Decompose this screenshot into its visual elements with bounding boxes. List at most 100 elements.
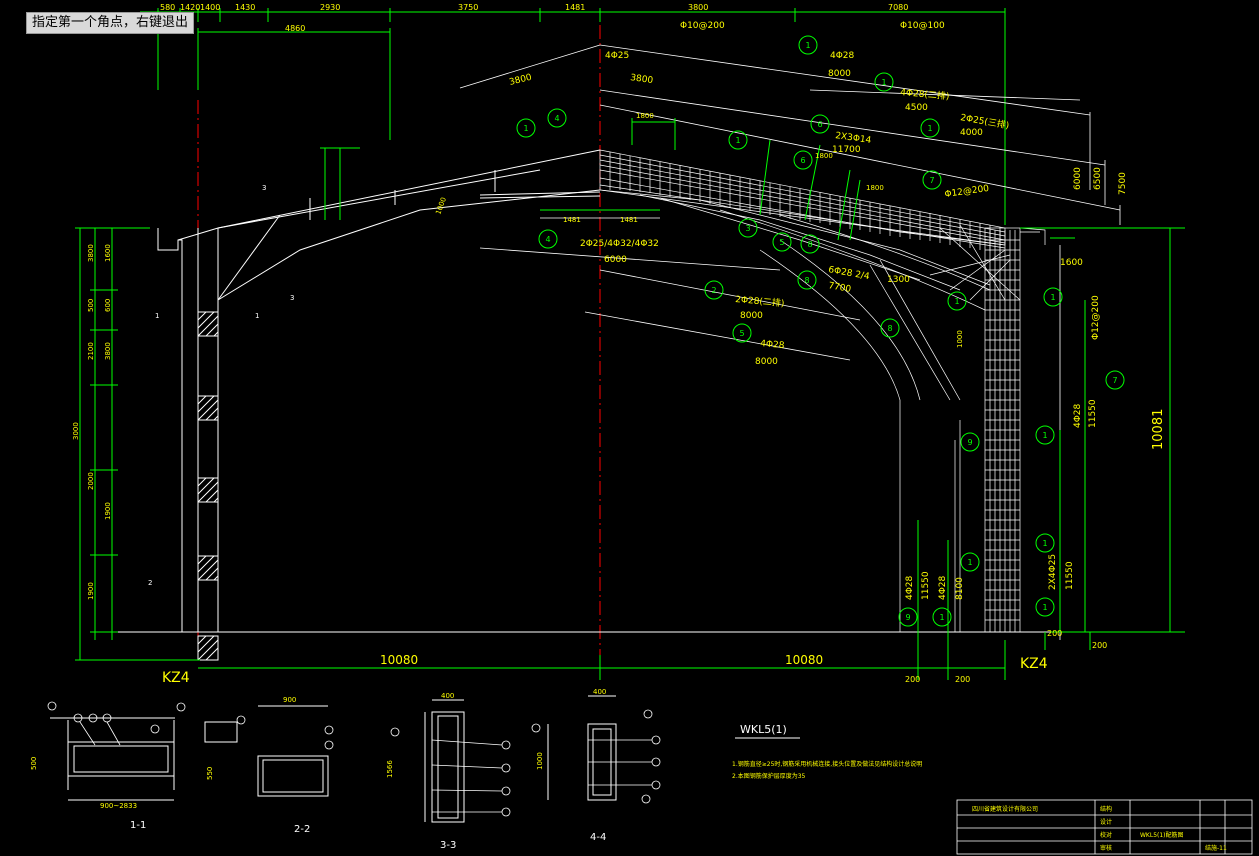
svg-text:1800: 1800: [815, 152, 833, 160]
height-label: 10081: [1151, 409, 1166, 450]
svg-text:1: 1: [967, 558, 972, 567]
centerlines: [197, 25, 601, 660]
svg-text:2X4Φ25: 2X4Φ25: [1048, 554, 1058, 590]
section-callouts: [47, 701, 661, 817]
left-dimension-text: 3000 3800 500 2100 2000 1900 1600 600 38…: [72, 184, 294, 600]
svg-text:1000: 1000: [536, 752, 544, 770]
svg-text:400: 400: [441, 692, 454, 700]
svg-text:200: 200: [1092, 641, 1107, 650]
svg-text:1900: 1900: [87, 582, 95, 600]
right-dimension-lines: [198, 118, 1185, 680]
svg-text:6500: 6500: [1093, 167, 1103, 190]
column-hatch-blocks: [197, 311, 219, 661]
svg-text:3: 3: [262, 184, 266, 192]
section-1-1-label: 1-1: [130, 820, 146, 831]
span-label-right: 10080: [785, 653, 823, 667]
svg-text:9: 9: [905, 613, 910, 622]
svg-text:1: 1: [735, 136, 740, 145]
command-prompt-tooltip: 指定第一个角点，右键退出: [26, 12, 195, 34]
svg-text:1: 1: [881, 78, 886, 87]
svg-text:200: 200: [1047, 629, 1062, 638]
section-4-4-label: 4-4: [590, 832, 606, 843]
svg-text:1600: 1600: [1060, 258, 1083, 268]
title-block-text: 四川省建筑设计有限公司 结构 设计 校对 审核 WKL5(1)配筋图 结施-11: [972, 805, 1227, 852]
drawing-name: WKL5(1)配筋图: [1140, 831, 1184, 839]
svg-text:3800: 3800: [104, 342, 112, 360]
svg-text:3800: 3800: [630, 73, 654, 86]
column-rebar-mesh: [719, 209, 1046, 633]
svg-text:1566: 1566: [386, 760, 394, 778]
top-dimension-chain: [140, 8, 1006, 225]
svg-text:Φ12@200: Φ12@200: [944, 184, 990, 200]
svg-text:1: 1: [939, 613, 944, 622]
svg-text:设计: 设计: [1100, 818, 1112, 826]
svg-text:1: 1: [805, 41, 810, 50]
rebar-callout-numbers: 14 11 11 66 74 35 88 25 81 17 91 11 19 1: [523, 41, 1117, 622]
svg-text:1481: 1481: [620, 216, 638, 224]
svg-text:3800: 3800: [508, 73, 533, 88]
dim-4860: 4860: [285, 24, 305, 33]
svg-text:8100: 8100: [955, 577, 965, 600]
svg-text:500: 500: [30, 757, 38, 770]
section-3-3-label: 3-3: [440, 840, 456, 851]
dim-580: 580: [160, 3, 175, 12]
svg-text:5: 5: [779, 238, 784, 247]
section-2-2-label: 2-2: [294, 824, 310, 835]
svg-text:1600: 1600: [104, 244, 112, 262]
drawing-notes: WKL5(1) 1.钢筋直径≥25时,钢筋采用机械连接,接头位置及做法见结构设计…: [732, 723, 922, 780]
top-dimension-text: 580 1420 1400 1430 2930 3750 1481 3800 7…: [160, 3, 908, 33]
svg-text:4000: 4000: [960, 128, 983, 138]
svg-text:2X3Φ14: 2X3Φ14: [835, 131, 872, 146]
svg-text:9: 9: [967, 438, 972, 447]
svg-text:4Φ25: 4Φ25: [605, 51, 629, 61]
svg-text:Φ12@200: Φ12@200: [1091, 295, 1101, 340]
svg-text:900~2833: 900~2833: [100, 802, 137, 810]
svg-text:审核: 审核: [1100, 844, 1112, 852]
svg-text:1800: 1800: [866, 184, 884, 192]
svg-text:550: 550: [206, 767, 214, 780]
dim-7080: 7080: [888, 3, 908, 12]
title-block: [956, 799, 1253, 855]
left-dimension-lines: [75, 147, 360, 661]
svg-text:8000: 8000: [755, 357, 778, 367]
svg-text:8000: 8000: [828, 69, 851, 79]
svg-text:600: 600: [104, 299, 112, 312]
svg-text:5: 5: [739, 329, 744, 338]
dim-3800: 3800: [688, 3, 708, 12]
dim-1481: 1481: [565, 3, 585, 12]
svg-text:8: 8: [804, 276, 809, 285]
roof-beam-rebar-mesh: [599, 149, 1021, 301]
dim-2930: 2930: [320, 3, 340, 12]
svg-text:3000: 3000: [72, 422, 80, 440]
svg-text:8: 8: [807, 240, 812, 249]
svg-text:1: 1: [954, 297, 959, 306]
svg-text:1: 1: [1042, 603, 1047, 612]
svg-text:1000: 1000: [434, 196, 448, 215]
column-label-right: KZ4: [1020, 656, 1048, 672]
svg-text:1: 1: [927, 124, 932, 133]
svg-text:11550: 11550: [921, 571, 931, 600]
svg-text:Φ10@200: Φ10@200: [680, 21, 725, 31]
svg-text:2: 2: [148, 579, 152, 587]
svg-text:200: 200: [955, 675, 970, 684]
rebar-callout-circles: [516, 35, 1125, 627]
svg-text:3800: 3800: [87, 244, 95, 262]
svg-text:6000: 6000: [604, 255, 627, 265]
svg-text:1: 1: [255, 312, 259, 320]
svg-text:900: 900: [283, 696, 296, 704]
svg-text:4Φ28(二排): 4Φ28(二排): [900, 86, 950, 102]
svg-text:11550: 11550: [1088, 399, 1098, 428]
svg-text:6000: 6000: [1073, 167, 1083, 190]
svg-text:1900: 1900: [104, 502, 112, 520]
svg-text:2000: 2000: [87, 472, 95, 490]
svg-text:6: 6: [817, 120, 822, 129]
svg-text:2: 2: [711, 286, 716, 295]
svg-text:200: 200: [905, 675, 920, 684]
svg-text:6Φ28 2/4: 6Φ28 2/4: [827, 265, 870, 282]
svg-text:4Φ28: 4Φ28: [905, 575, 915, 600]
svg-text:8: 8: [887, 324, 892, 333]
dim-1430: 1430: [235, 3, 255, 12]
company-name: 四川省建筑设计有限公司: [972, 805, 1038, 813]
svg-text:8000: 8000: [740, 311, 763, 321]
